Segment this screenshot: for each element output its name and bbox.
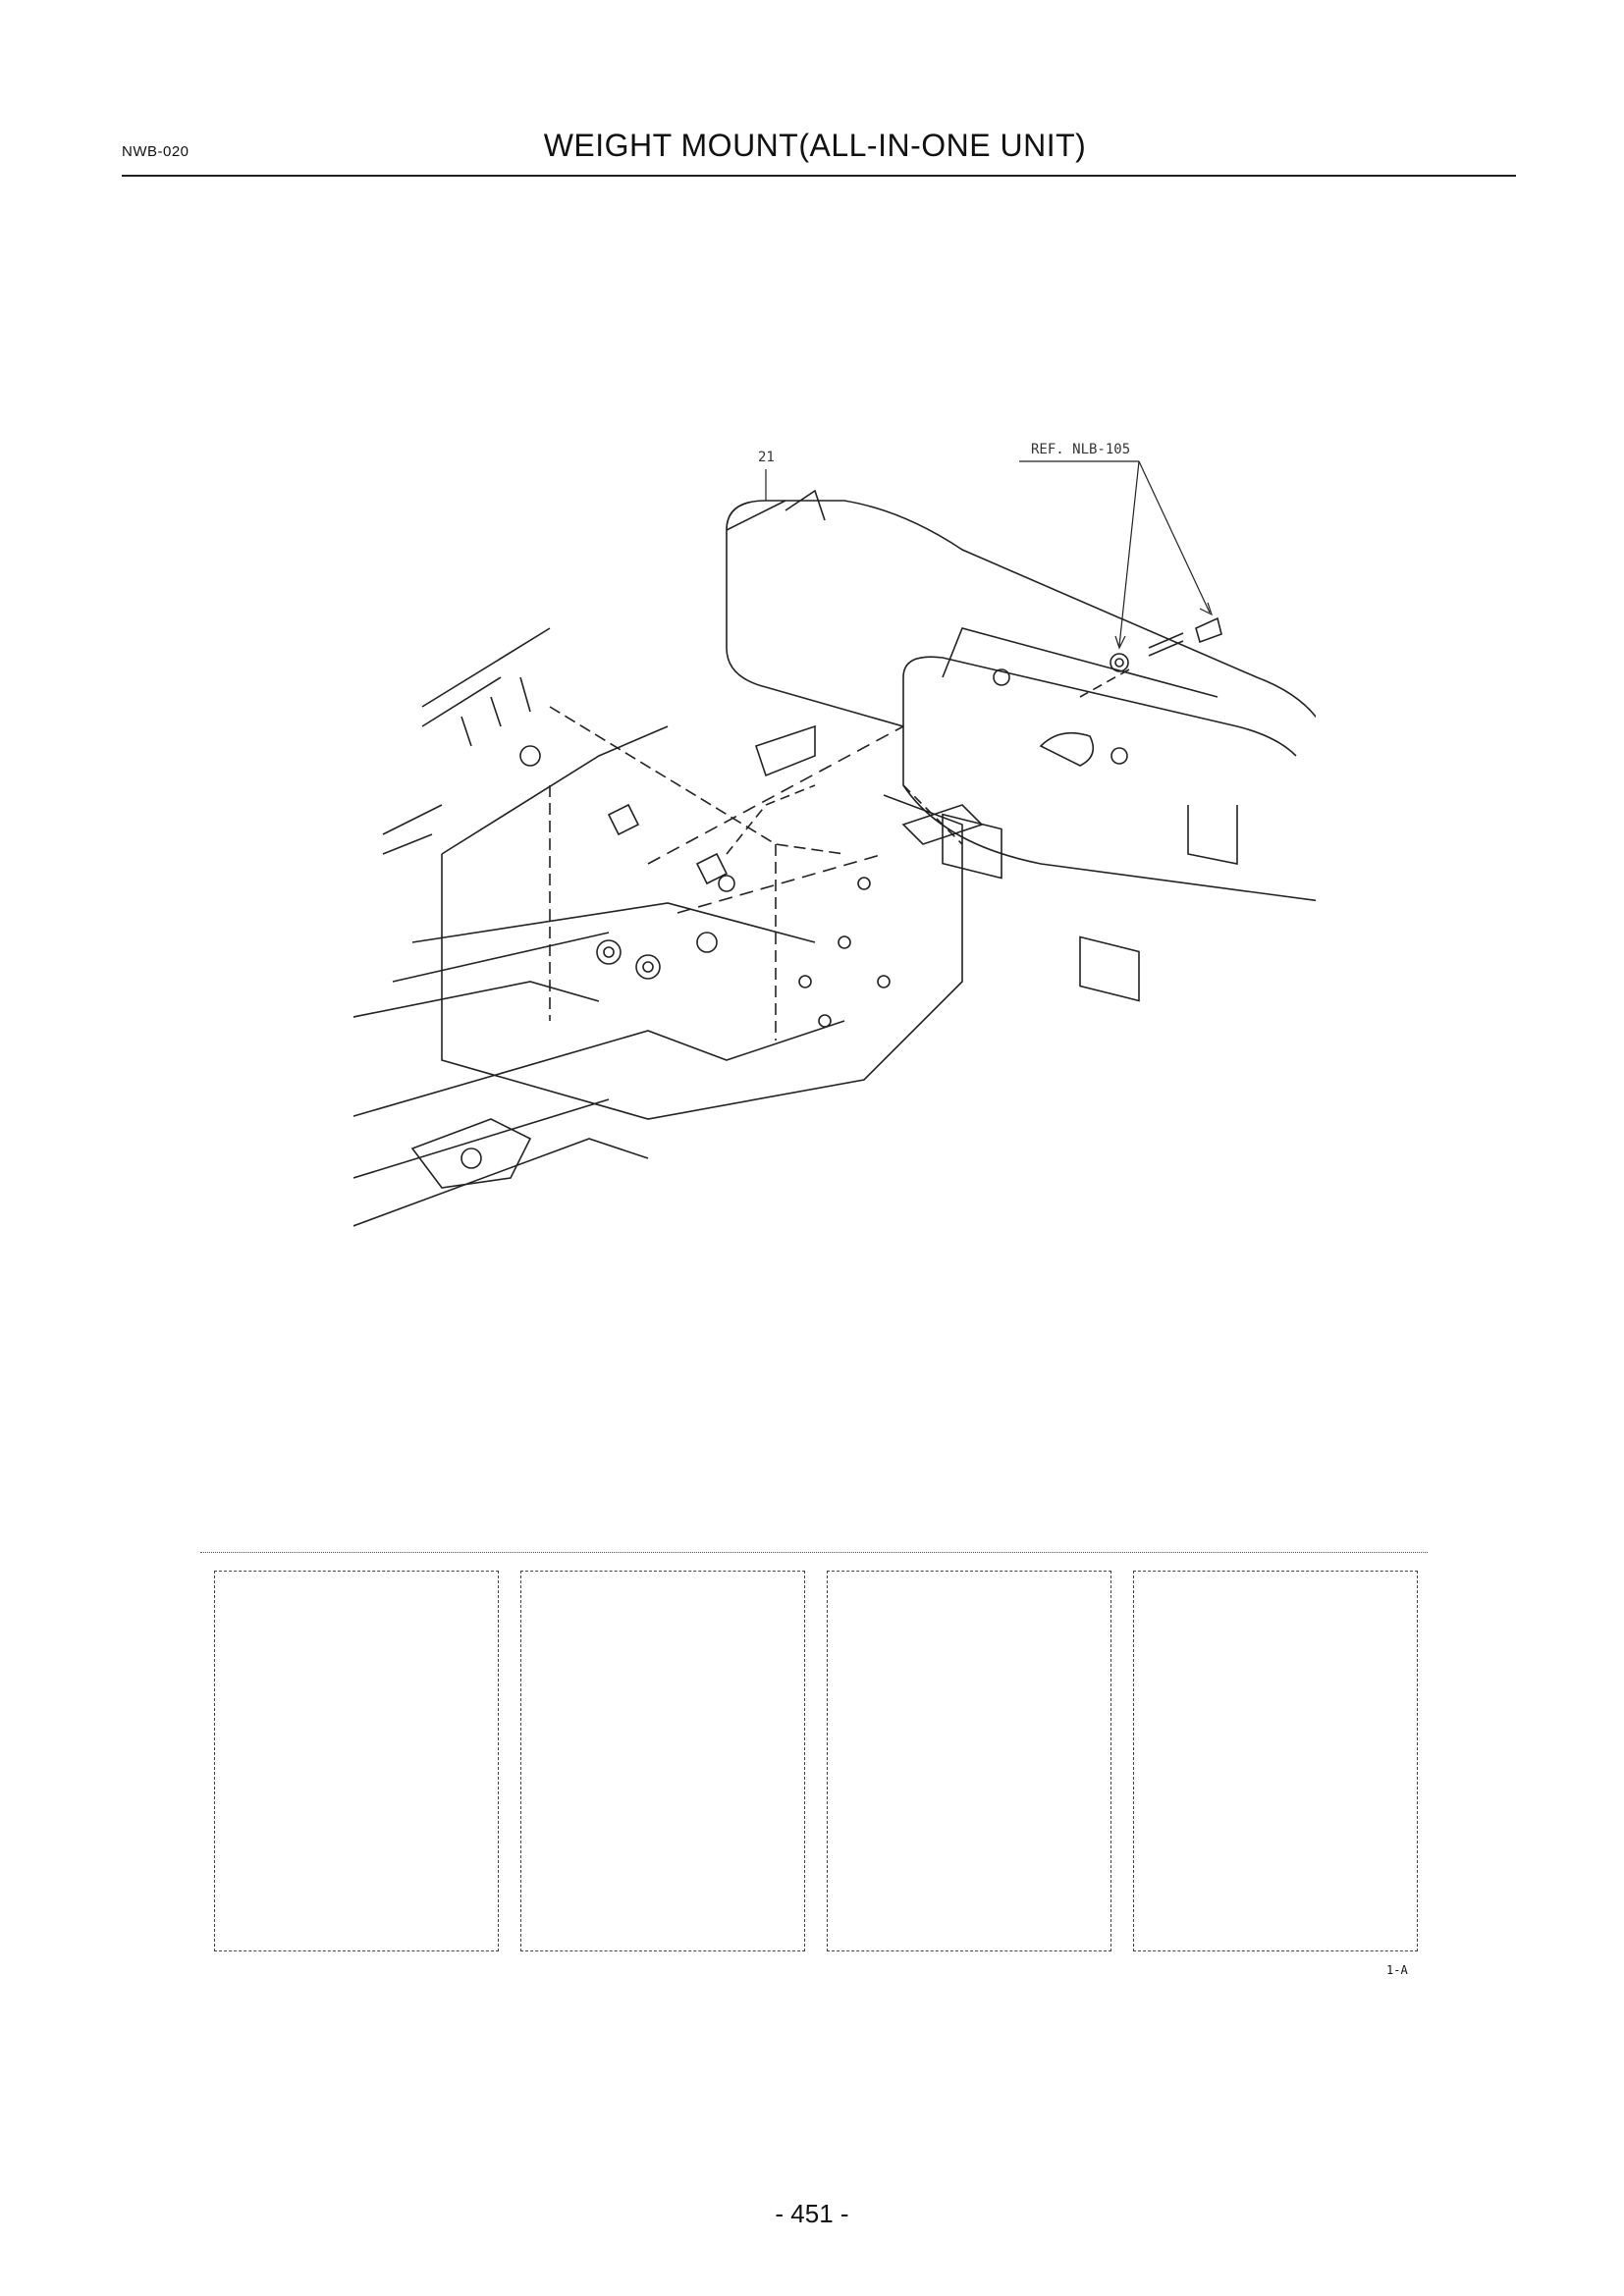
exploded-parts-diagram: 21 REF. NLB-105 bbox=[323, 432, 1336, 1238]
reference-box-4 bbox=[1133, 1571, 1418, 1951]
reference-box-3 bbox=[827, 1571, 1111, 1951]
figure-code: 1-A bbox=[1386, 1963, 1408, 1977]
page-title: WEIGHT MOUNT(ALL-IN-ONE UNIT) bbox=[543, 128, 1087, 163]
header-divider bbox=[122, 175, 1516, 177]
reference-box-2 bbox=[520, 1571, 805, 1951]
callout-reference-label: REF. NLB-105 bbox=[1031, 442, 1130, 457]
page-number: - 451 - bbox=[775, 2199, 849, 2228]
bolt-and-washer-drawing bbox=[1079, 616, 1222, 698]
reference-box-1 bbox=[214, 1571, 499, 1951]
callout-21: 21 bbox=[758, 450, 775, 501]
table-divider bbox=[200, 1552, 1428, 1553]
parts-reference-boxes bbox=[214, 1571, 1422, 1953]
chassis-frame-drawing bbox=[323, 627, 984, 1238]
callout-21-label: 21 bbox=[758, 450, 775, 465]
header-code: NWB-020 bbox=[122, 143, 189, 160]
callout-reference: REF. NLB-105 bbox=[1019, 442, 1214, 650]
